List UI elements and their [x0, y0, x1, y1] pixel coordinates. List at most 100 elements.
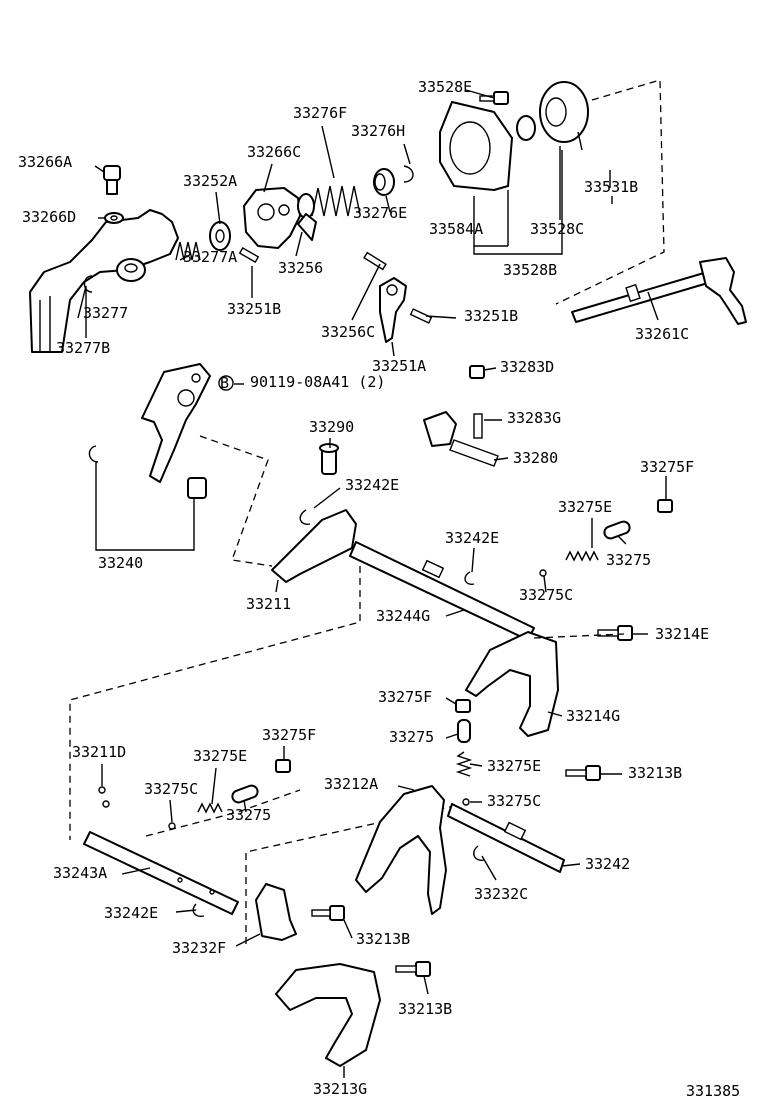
pin-33275-top: [603, 520, 631, 540]
callout-label: 33242E: [345, 476, 399, 494]
pin-33256c: [363, 251, 387, 271]
callout-label: 33232C: [474, 885, 528, 903]
callout-label: 33275F: [262, 726, 316, 744]
cap-33276e: [373, 168, 395, 196]
callout-label: 33280: [513, 449, 558, 467]
shaft-33244g: [349, 541, 535, 641]
callout-label: 33275: [226, 806, 271, 824]
callout-label: 33214E: [655, 625, 709, 643]
callout-label: 33528C: [530, 220, 584, 238]
shaft-33242: [447, 803, 565, 873]
callout-label: 33256: [278, 259, 323, 277]
spring-33275e-mid: [455, 751, 473, 777]
callout-label: 33283G: [507, 409, 561, 427]
callout-label: 33251A: [372, 357, 426, 375]
callout-label: 33212A: [324, 775, 378, 793]
ring-33528c: [516, 115, 536, 141]
callout-label: 33256C: [321, 323, 375, 341]
callout-label: 33266D: [22, 208, 76, 226]
callout-label: 90119-08A41 (2): [250, 373, 385, 391]
guide-line-lower-left: [69, 566, 361, 840]
lever-33251a: [379, 277, 407, 343]
bolt-33290: [319, 443, 339, 475]
shaft-33243a: [83, 831, 239, 915]
callout-label: 33242E: [104, 904, 158, 922]
pin-33283g: [473, 413, 483, 439]
callout-label: 33232F: [172, 939, 226, 957]
callout-label: 33213B: [628, 764, 682, 782]
callout-label: 33277: [83, 304, 128, 322]
callout-label: 33266A: [18, 153, 72, 171]
gasket-33266d: [104, 212, 124, 224]
callout-label: 33275F: [378, 688, 432, 706]
plug-33266a: [103, 165, 121, 195]
fork-33211: [271, 509, 357, 583]
pin-33251b-left: [238, 246, 260, 264]
callout-label: 33277A: [183, 248, 237, 266]
pin-33251b-right: [409, 308, 433, 324]
boot-33531b: [539, 81, 589, 151]
clip-33242e-bottom: [192, 903, 205, 918]
clip-33242e-top: [299, 509, 311, 525]
bolt-90119: B: [218, 374, 234, 392]
callout-label: 33275C: [519, 586, 573, 604]
plug-33275f-top: [657, 499, 673, 513]
callout-label: 33251B: [464, 307, 518, 325]
bracket-33240: [141, 363, 211, 483]
callout-label: 33243A: [53, 864, 107, 882]
callout-label: 33242E: [445, 529, 499, 547]
callout-label: 33275E: [558, 498, 612, 516]
callout-label: 33240: [98, 554, 143, 572]
bushing-33277: [116, 258, 146, 282]
callout-label: 33213B: [398, 1000, 452, 1018]
callout-label: 33276E: [353, 204, 407, 222]
block-33240: [187, 477, 207, 499]
callout-label: 33276H: [351, 122, 405, 140]
callout-label: 33252A: [183, 172, 237, 190]
callout-label: 33275: [389, 728, 434, 746]
callout-label: 33251B: [227, 300, 281, 318]
shaft-33261c: [571, 257, 747, 325]
ball-33275c-right: [462, 798, 470, 806]
callout-label: 33213B: [356, 930, 410, 948]
clip-33276h: [403, 165, 414, 183]
bolt-33283d: [469, 365, 485, 379]
callout-label: 33242: [585, 855, 630, 873]
callout-label: 33275E: [487, 757, 541, 775]
callout-label: 33275C: [487, 792, 541, 810]
plug-33275f-mid: [455, 699, 471, 713]
callout-label: 33266C: [247, 143, 301, 161]
lever-33256: [297, 213, 317, 241]
fork-33232f: [255, 883, 297, 941]
washer-33252a: [209, 221, 231, 251]
spring-33276f: [297, 185, 361, 219]
spring-33277a: [175, 241, 201, 261]
bolt-33214e: [597, 625, 633, 641]
callout-label: 33290: [309, 418, 354, 436]
callout-label: 33214G: [566, 707, 620, 725]
pin-33275-left: [231, 784, 259, 804]
callout-label: 33283D: [500, 358, 554, 376]
callout-label: 33528B: [503, 261, 557, 279]
guide-line-33214e: [533, 633, 625, 639]
guide-line-bracket: [199, 435, 273, 567]
bolt-33213b-bottom: [395, 961, 431, 977]
callout-label: 33275: [606, 551, 651, 569]
fork-33212a: [355, 785, 447, 915]
bolt-33213b-right: [565, 765, 601, 781]
fork-33214g: [465, 631, 559, 737]
callout-label: 33528E: [418, 78, 472, 96]
callout-label: 331385: [686, 1082, 740, 1100]
fork-33213g: [275, 963, 381, 1067]
guide-line-33275: [145, 789, 301, 837]
transmission-case-fragment: [29, 209, 179, 353]
leader-lines: [77, 89, 667, 1078]
clip-33242e-mid: [464, 571, 475, 585]
cover-plate-33584a: [439, 101, 513, 191]
svg-text:B: B: [220, 374, 229, 392]
clip-33240: [88, 445, 99, 463]
ball-33211d: [98, 786, 110, 808]
callout-label: 33276F: [293, 104, 347, 122]
